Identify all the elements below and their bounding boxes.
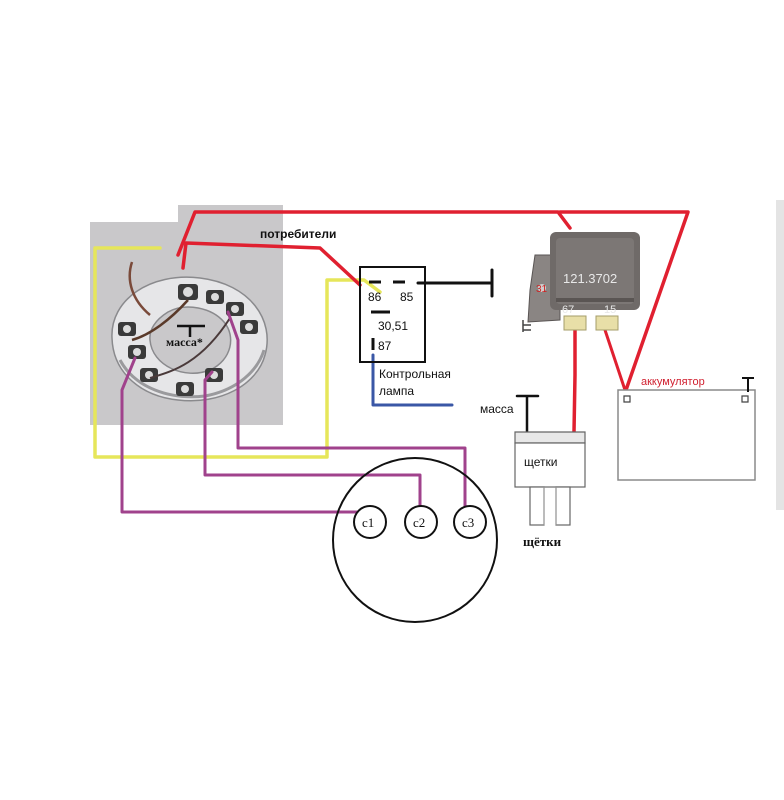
edge-strip xyxy=(776,200,784,510)
regulator-model-label: 121.3702 xyxy=(563,271,617,286)
battery-ground-symbol xyxy=(742,377,754,392)
battery-icon xyxy=(617,389,756,481)
diode xyxy=(128,345,146,359)
purple-wire-c2 xyxy=(203,370,422,508)
regulator-pin-67: 67 xyxy=(562,304,574,316)
brush-holder-body xyxy=(514,442,586,488)
brush-holder-top xyxy=(514,431,586,444)
stator-circle-icon xyxy=(332,457,498,623)
control-lamp-label-1: Контрольная xyxy=(379,367,451,381)
brushes-below-label: щётки xyxy=(523,534,562,549)
bridge-wire xyxy=(128,261,151,316)
yellow-wire-left xyxy=(93,246,382,459)
relay-pin-87: 87 xyxy=(378,339,392,353)
battery: аккумулятор xyxy=(617,376,756,481)
regulator-pin-31: 31 xyxy=(536,284,548,295)
stator: с1 с2 с3 xyxy=(332,457,498,623)
wires xyxy=(93,210,690,514)
diode xyxy=(240,320,258,334)
regulator-face xyxy=(556,238,634,304)
photo-top-strip xyxy=(90,205,178,222)
purple-wire-c3 xyxy=(226,310,467,508)
brush-right xyxy=(555,486,571,526)
stator-winding-c1 xyxy=(353,505,387,539)
stator-c1-label: с1 xyxy=(362,515,374,530)
stator-winding-c2 xyxy=(404,505,438,539)
purple-wire-c1 xyxy=(120,356,362,514)
regulator-pin-15: 15 xyxy=(604,304,616,316)
regulator-screw-icon xyxy=(522,320,531,332)
diode xyxy=(140,368,158,382)
red-wire-consumers xyxy=(181,241,362,287)
brush-box-label: щетки xyxy=(524,455,557,469)
diode xyxy=(226,302,244,316)
relay-box: 86 85 30,51 87 xyxy=(359,266,426,363)
battery-minus-terminal xyxy=(741,395,749,403)
diode xyxy=(206,290,224,304)
battery-plus-terminal xyxy=(623,395,631,403)
ground-bridge-label: масса* xyxy=(166,335,203,349)
bridge-wire xyxy=(131,299,189,342)
relay-pin-30: 30,51 xyxy=(378,319,408,333)
red-wire-battery xyxy=(558,210,690,392)
relay-pin-86: 86 xyxy=(368,290,382,304)
red-wire-regulator-15 xyxy=(603,328,627,392)
black-wire-85 xyxy=(416,268,494,298)
red-wire-top xyxy=(176,210,572,257)
relay-outline xyxy=(359,266,426,363)
regulator-terminal-15 xyxy=(595,315,619,331)
voltage-regulator: 121.3702 31 67 15 xyxy=(522,232,640,332)
control-lamp-label-2: лампа xyxy=(379,384,414,398)
diode xyxy=(176,382,194,396)
bridge-wire xyxy=(149,317,231,379)
ground-symbol xyxy=(177,324,205,337)
blue-wire-lamp xyxy=(371,353,454,407)
regulator-mount-hole xyxy=(538,284,546,292)
stator-c3-label: с3 xyxy=(462,515,474,530)
brush-holder: масса щетки щётки xyxy=(480,402,586,549)
diode xyxy=(118,322,136,336)
red-wire-regulator-67 xyxy=(572,328,577,434)
battery-label: аккумулятор xyxy=(641,376,705,388)
regulator-terminal-67 xyxy=(563,315,587,331)
consumers-label: потребители xyxy=(260,227,336,241)
diode xyxy=(178,284,198,300)
stator-winding-c3 xyxy=(453,505,487,539)
brush-ground-label: масса xyxy=(480,402,514,416)
brush-left xyxy=(529,486,545,526)
brush-shade xyxy=(543,487,557,525)
stator-c2-label: с2 xyxy=(413,515,425,530)
relay-pin-85: 85 xyxy=(400,290,414,304)
